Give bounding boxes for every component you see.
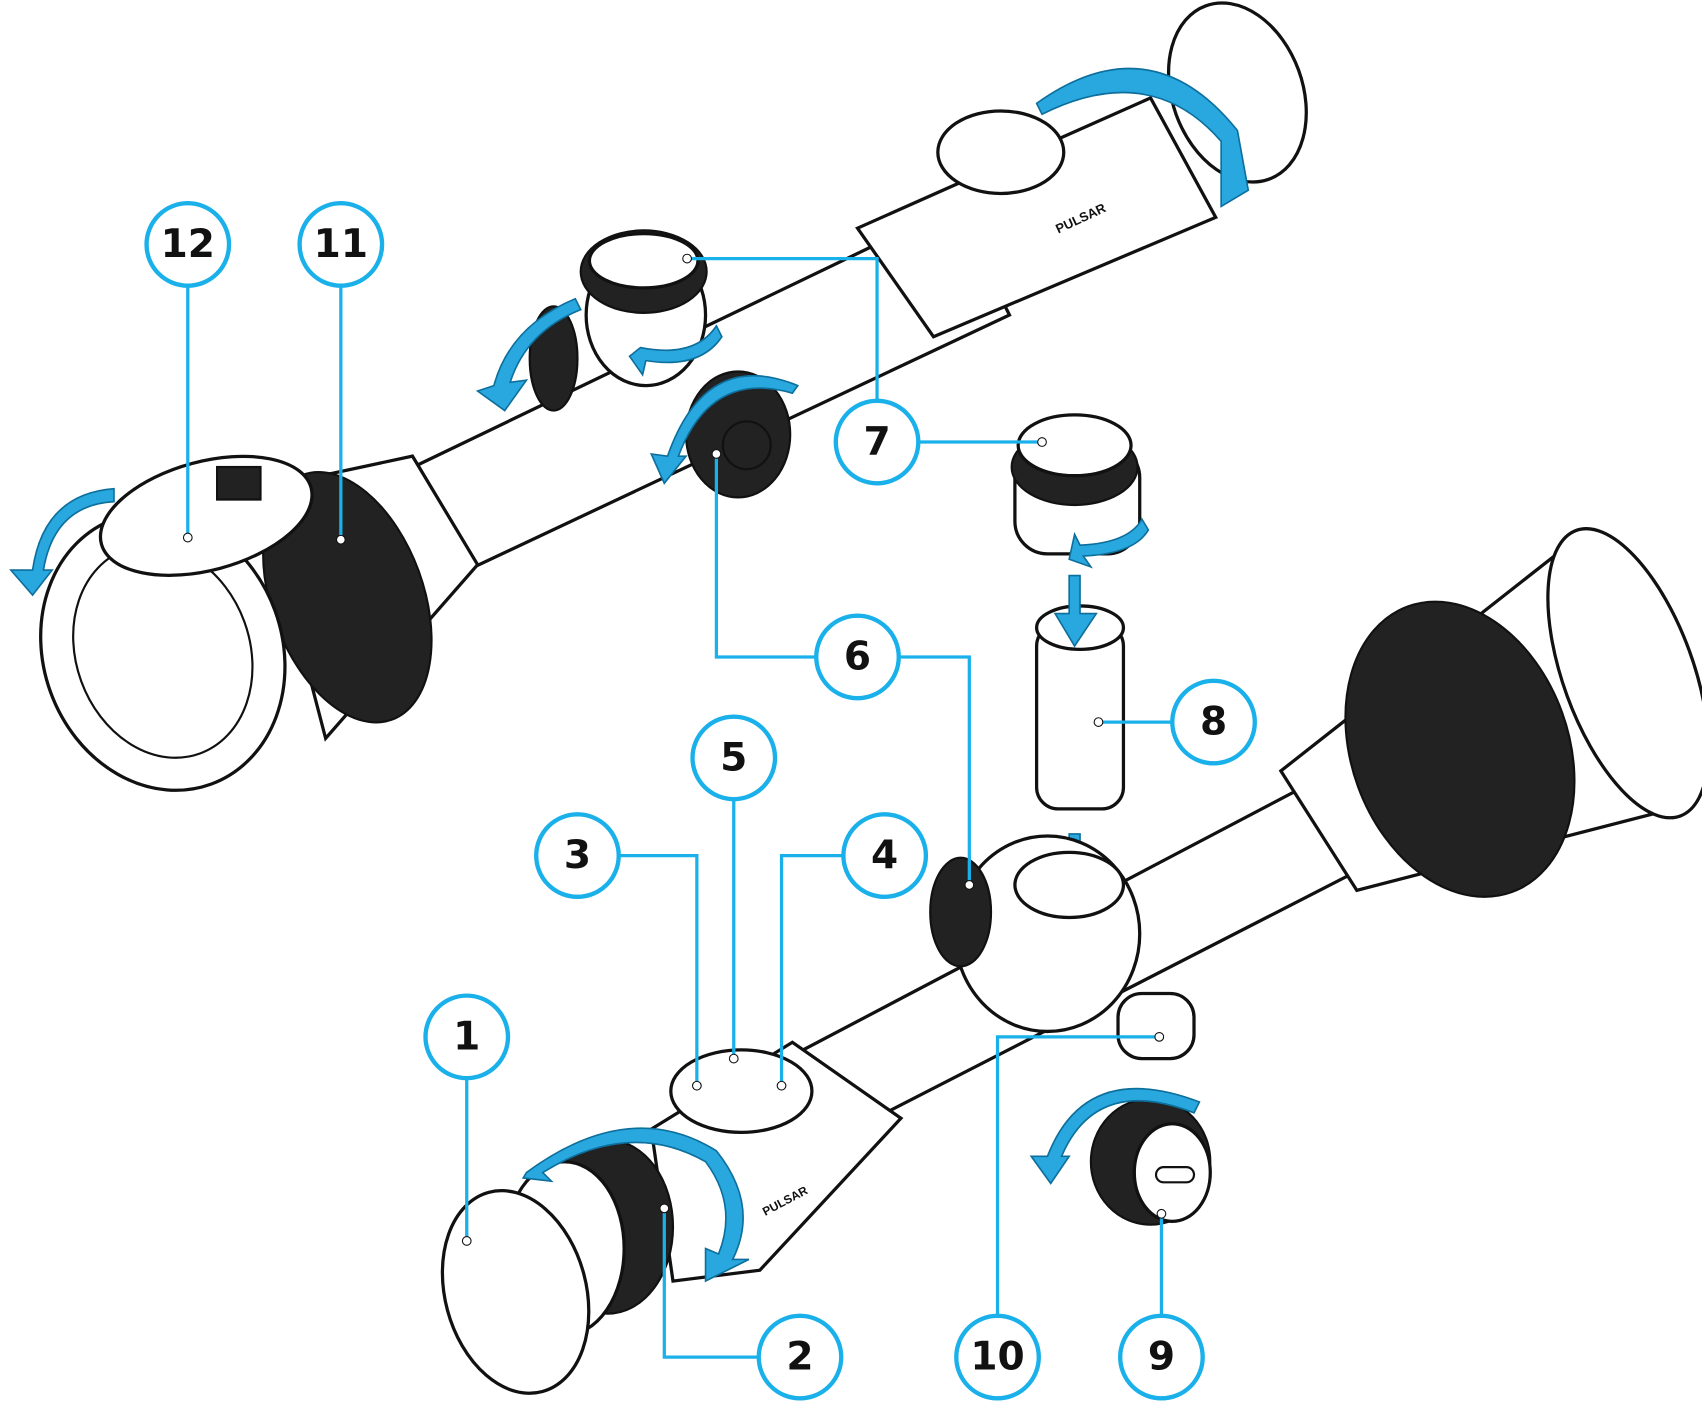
bottom-control-dial	[669, 1048, 814, 1135]
callout-12: 12	[144, 201, 232, 543]
callout-1: 1	[423, 993, 511, 1246]
callout-5: 5	[690, 714, 778, 1064]
top-control-dial	[936, 109, 1066, 196]
callout-9: 9	[1118, 1208, 1205, 1401]
callout-label: 1	[453, 1014, 480, 1059]
bottom-left-knob	[929, 856, 993, 968]
callout-2: 2	[659, 1203, 844, 1401]
callout-label: 5	[720, 735, 747, 780]
callout-6: 6	[711, 449, 975, 890]
bottom-focus-ring	[1344, 600, 1576, 898]
callout-11: 11	[297, 201, 385, 545]
eyecup	[440, 1189, 591, 1395]
callout-8: 8	[1093, 678, 1257, 766]
battery-assembly	[1010, 413, 1150, 905]
callout-label: 7	[863, 420, 890, 465]
callout-label: 6	[844, 634, 871, 679]
lens-cap-clip	[216, 465, 262, 501]
usb-port-area	[1116, 991, 1196, 1061]
battery-compartment	[1013, 850, 1126, 920]
callout-label: 4	[871, 833, 898, 878]
rotation-arrows-top	[9, 67, 1250, 597]
callout-label: 3	[564, 833, 591, 878]
callout-7: 7	[682, 253, 1047, 486]
callout-10: 10	[954, 1031, 1165, 1401]
top-eyecup	[1166, 1, 1308, 184]
battery	[1034, 622, 1126, 811]
callout-label: 8	[1200, 700, 1227, 745]
bottom-objective-cover	[1546, 527, 1702, 820]
top-scope: PULSAR	[39, 1, 1308, 792]
callout-label: 12	[161, 222, 215, 267]
callout-label: 9	[1148, 1335, 1175, 1380]
callout-label: 10	[970, 1335, 1024, 1380]
bottom-scope: PULSAR	[440, 527, 1702, 1395]
rotation-arrows-bottom	[521, 1087, 1201, 1283]
callout-label: 11	[314, 222, 368, 267]
callout-4: 4	[776, 812, 929, 1091]
callout-label: 2	[786, 1335, 813, 1380]
callout-3: 3	[534, 812, 702, 1091]
